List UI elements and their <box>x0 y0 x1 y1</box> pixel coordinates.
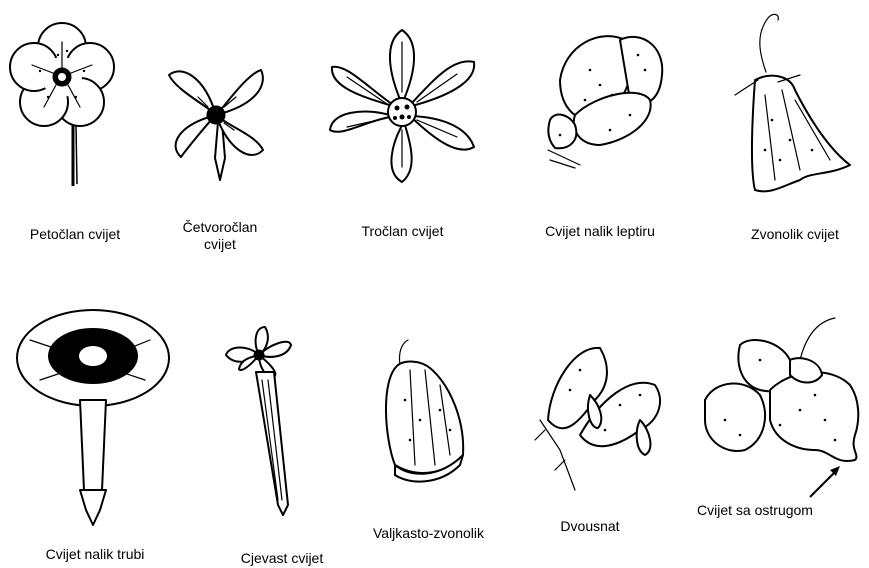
label-spurred: Cvijet sa ostrugom <box>680 502 830 519</box>
three-petal-flower-drawing <box>330 30 474 182</box>
trumpet-flower-drawing <box>17 310 169 525</box>
butterfly-flower-drawing <box>548 36 662 168</box>
label-butterfly: Cvijet nalik leptiru <box>525 223 675 240</box>
label-bell: Zvonolik cvijet <box>730 226 860 243</box>
label-trumpet: Cvijet nalik trubi <box>25 546 165 563</box>
two-lipped-flower-drawing <box>535 348 660 490</box>
four-petal-flower-drawing <box>169 70 263 180</box>
label-four-petal: Četvoročlan cvijet <box>165 219 275 253</box>
label-two-lipped: Dvousnat <box>540 518 640 535</box>
spurred-flower-drawing <box>705 318 858 461</box>
tubular-flower-drawing <box>226 327 291 515</box>
label-five-petal: Petočlan cvijet <box>10 226 140 243</box>
spur-arrow <box>810 466 840 497</box>
label-three-petal: Tročlan cvijet <box>340 223 465 240</box>
label-cylindrical-bell: Valjkasto-zvonolik <box>356 525 501 542</box>
cylindrical-bell-flower-drawing <box>386 340 463 482</box>
five-petal-flower-drawing <box>10 23 114 186</box>
bell-flower-drawing <box>735 14 850 191</box>
label-tubular: Cjevast cvijet <box>222 550 342 567</box>
